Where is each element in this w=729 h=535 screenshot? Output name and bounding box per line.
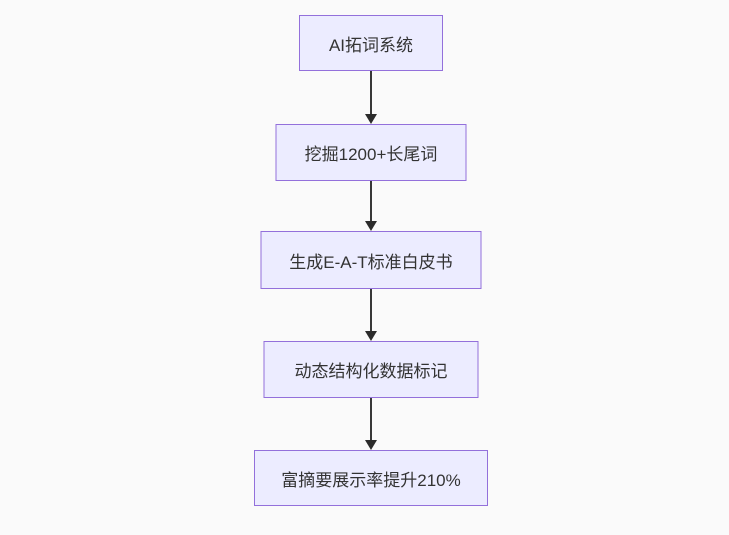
flow-node-step1: AI拓词系统 [299,15,443,71]
flow-edge-step3-step4 [365,289,377,341]
arrowhead-down-icon [365,440,377,450]
flow-node-step5-label: 富摘要展示率提升210% [281,470,461,490]
flow-node-step2: 挖掘1200+长尾词 [275,124,467,181]
flow-node-step3: 生成E-A-T标准白皮书 [260,231,482,289]
flow-node-step1-label: AI拓词系统 [328,35,414,55]
arrowhead-down-icon [365,114,377,124]
arrow-shaft [370,71,372,114]
flow-edge-step2-step3 [365,181,377,231]
arrow-shaft [370,181,372,221]
flow-node-step2-label: 挖掘1200+长尾词 [304,145,438,164]
arrow-shaft [370,289,372,331]
flow-edge-step1-step2 [365,71,377,124]
flow-node-step4: 动态结构化数据标记 [263,341,479,398]
flow-node-step5: 富摘要展示率提升210% [254,450,488,506]
arrow-shaft [370,398,372,440]
flow-node-step4-label: 动态结构化数据标记 [294,362,448,381]
arrowhead-down-icon [365,221,377,231]
arrowhead-down-icon [365,331,377,341]
flow-node-step3-label: 生成E-A-T标准白皮书 [289,252,453,272]
flow-edge-step4-step5 [365,398,377,450]
